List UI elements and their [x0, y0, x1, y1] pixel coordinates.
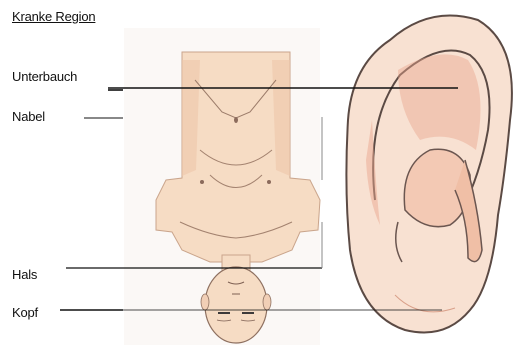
- nipple-left: [200, 180, 204, 184]
- head-shape: [205, 267, 267, 343]
- navel-mark: [234, 117, 238, 123]
- label-unterbauch: Unterbauch: [12, 69, 77, 84]
- head-ear-left: [201, 294, 209, 310]
- diagram-title: Kranke Region: [12, 9, 95, 24]
- label-nabel: Nabel: [12, 109, 45, 124]
- label-hals: Hals: [12, 267, 37, 282]
- label-kopf: Kopf: [12, 305, 38, 320]
- ear-figure: [346, 16, 512, 333]
- head-ear-right: [263, 294, 271, 310]
- nipple-right: [267, 180, 271, 184]
